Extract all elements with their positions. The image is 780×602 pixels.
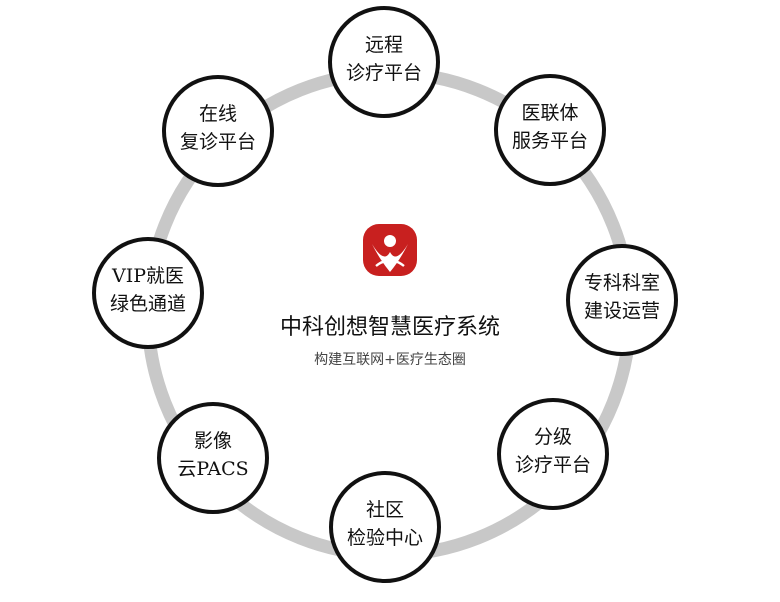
- node-vip: VIP就医 绿色通道: [92, 237, 204, 349]
- node-circle: [162, 75, 274, 187]
- center-subtitle: 构建互联网+医疗生态圈: [314, 352, 466, 368]
- node-label-line2: 复诊平台: [180, 131, 256, 153]
- node-revisit: 在线 复诊平台: [162, 75, 274, 187]
- node-circle: [329, 471, 441, 583]
- node-label-line1: 在线: [199, 103, 237, 125]
- node-community: 社区 检验中心: [329, 471, 441, 583]
- node-label-line1: 医联体: [521, 102, 578, 124]
- node-label-line1: 影像: [194, 430, 232, 452]
- node-remote: 远程 诊疗平台: [328, 6, 440, 118]
- node-label-line2: 服务平台: [512, 130, 588, 152]
- node-label-line1: 远程: [365, 34, 403, 56]
- node-pacs: 影像 云PACS: [157, 402, 269, 514]
- node-circle: [328, 6, 440, 118]
- node-circle: [566, 244, 678, 356]
- red-seal-logo-icon: [363, 224, 417, 276]
- node-label-line2: 诊疗平台: [515, 454, 591, 476]
- node-specialist: 专科科室 建设运营: [566, 244, 678, 356]
- node-circle: [92, 237, 204, 349]
- node-label-line2: 云PACS: [177, 458, 248, 480]
- node-label-line1: 专科科室: [584, 272, 660, 294]
- center-title: 中科创想智慧医疗系统: [280, 315, 500, 340]
- node-alliance: 医联体 服务平台: [494, 74, 606, 186]
- node-circle: [157, 402, 269, 514]
- node-label-line2: 诊疗平台: [346, 62, 422, 84]
- node-label-line1: 分级: [534, 426, 572, 448]
- node-circle: [494, 74, 606, 186]
- node-circle: [497, 398, 609, 510]
- node-label-line2: 绿色通道: [110, 293, 186, 315]
- node-label-line1: 社区: [366, 499, 404, 521]
- node-label-line1: VIP就医: [111, 265, 184, 287]
- node-label-line2: 检验中心: [347, 527, 423, 549]
- node-tiered: 分级 诊疗平台: [497, 398, 609, 510]
- node-label-line2: 建设运营: [584, 300, 660, 322]
